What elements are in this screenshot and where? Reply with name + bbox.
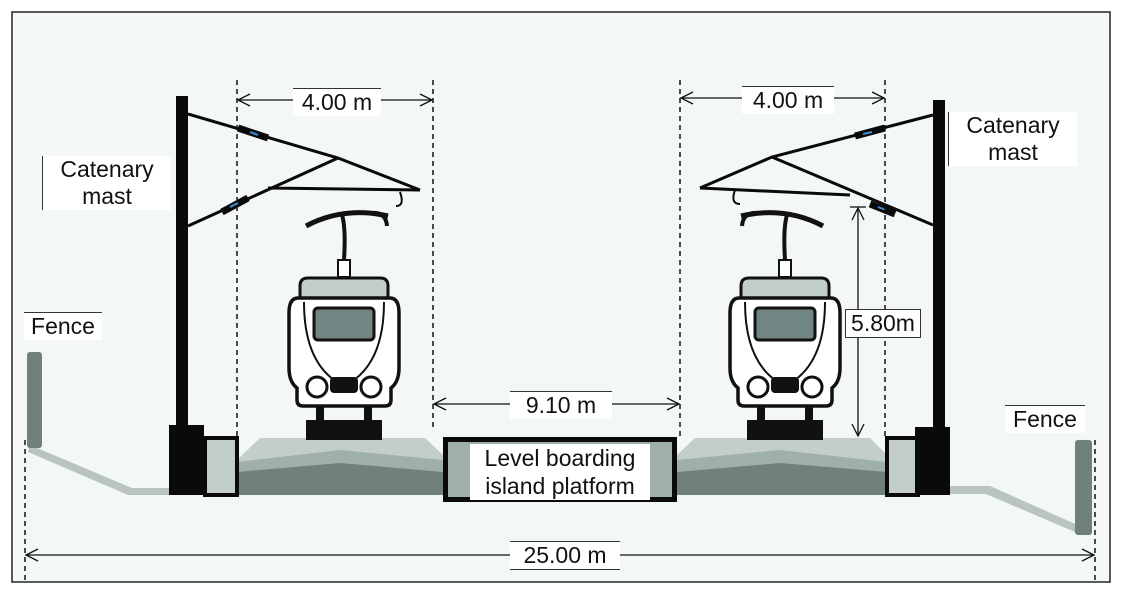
label-line: mast: [988, 139, 1038, 165]
left-catenary-mast: [169, 96, 421, 495]
label-line: island platform: [485, 473, 635, 499]
right-catenary-mast: [699, 100, 950, 495]
platform-width-label: 9.10 m: [510, 391, 612, 419]
label-line: mast: [82, 183, 132, 209]
extension-lines: [24, 80, 1096, 580]
catenary-mast-label-right: Catenary mast: [948, 112, 1077, 166]
right-track-bed: [677, 438, 887, 495]
left-curb-block: [203, 436, 239, 497]
left-track-bed: [237, 438, 443, 495]
left-track-width-label: 4.00 m: [293, 88, 381, 116]
ground: [28, 445, 1082, 535]
label-line: Level boarding: [484, 445, 636, 471]
platform-label: Level boarding island platform: [470, 444, 650, 500]
catenary-mast-label-left: Catenary mast: [42, 156, 171, 210]
left-fence: [27, 352, 42, 448]
right-track-width-label: 4.00 m: [742, 86, 834, 114]
catenary-height-label: 5.80m: [845, 309, 921, 338]
label-line: Catenary: [966, 112, 1060, 138]
total-width-label: 25.00 m: [510, 541, 620, 570]
fence-label-left: Fence: [24, 312, 102, 340]
label-line: Catenary: [60, 156, 154, 182]
right-fence: [1075, 440, 1092, 535]
right-curb-block: [885, 436, 920, 497]
fence-label-right: Fence: [1005, 405, 1085, 433]
